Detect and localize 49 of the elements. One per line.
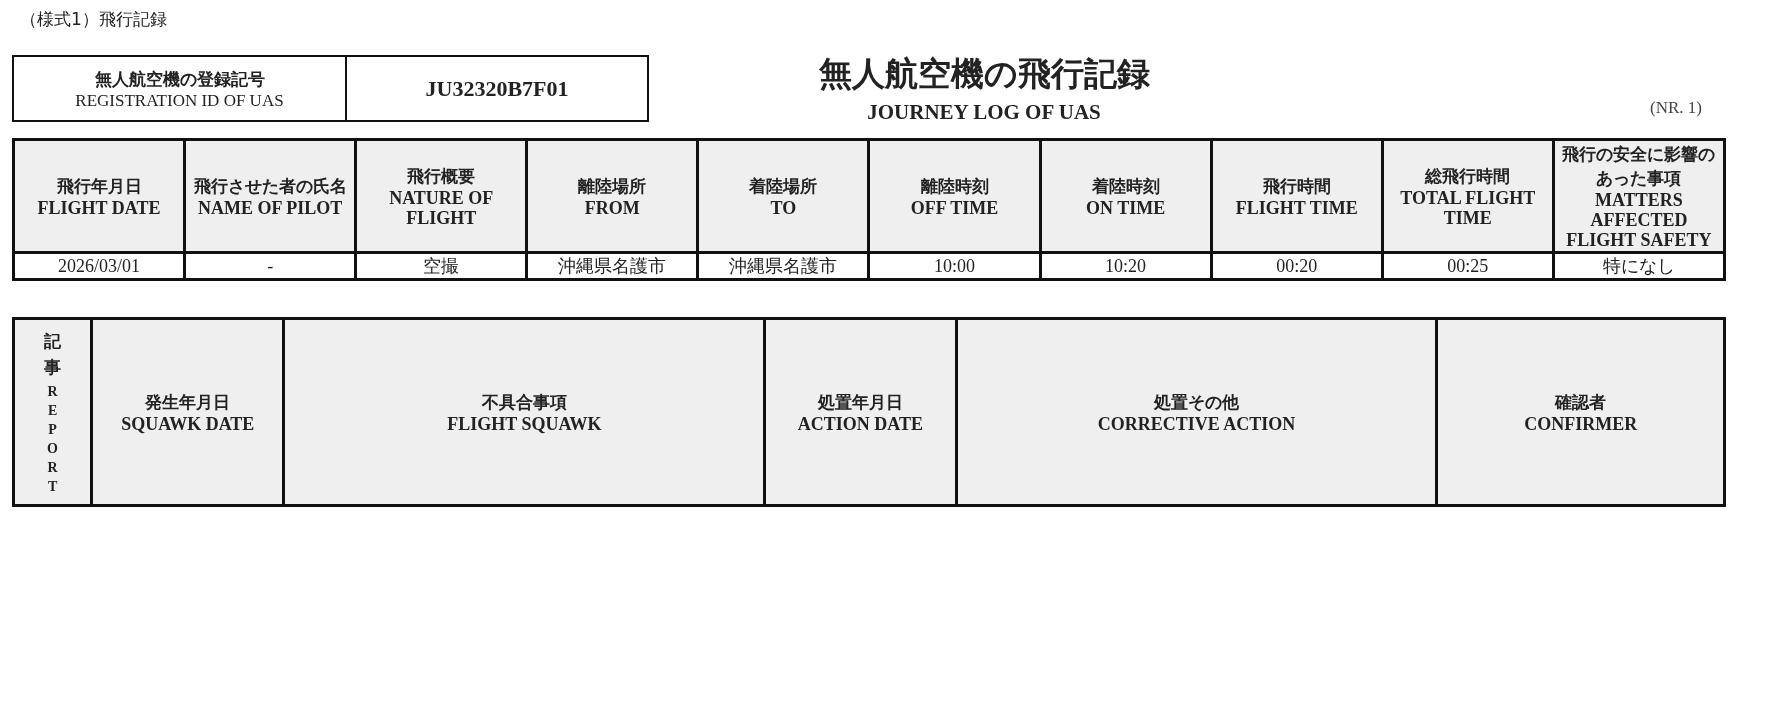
header-label: 確認者: [1553, 391, 1608, 414]
cell-value: 00:20: [1276, 255, 1318, 277]
header-label: 飛行させた者の氏名: [192, 175, 348, 198]
header-label: 飛行の安全に影響のあった事項: [1561, 143, 1717, 190]
header-label: OFF TIME: [909, 198, 1000, 218]
header-label: CONFIRMER: [1523, 414, 1639, 434]
header-label: 処置その他: [1153, 391, 1240, 414]
registration-id: JU32320B7F01: [425, 75, 569, 101]
report-heading: REPORT: [46, 383, 59, 496]
cell-value: 沖縄県名護市: [558, 254, 667, 278]
header-label: 着陸場所: [748, 175, 819, 198]
cell-value: 2026/03/01: [58, 255, 141, 277]
header-label: 離陸場所: [577, 175, 648, 198]
header-label: 不具合事項: [480, 391, 568, 414]
header-label: FLIGHT DATE: [36, 198, 162, 218]
header-label: ACTION DATE: [796, 414, 925, 434]
header-label: 着陸時刻: [1090, 175, 1161, 198]
registration-label: 無人航空機の登録記号: [93, 67, 266, 91]
cell-value: -: [267, 255, 274, 277]
header-label: SQUAWK DATE: [120, 414, 256, 434]
header-label: TO: [769, 198, 798, 218]
report-heading: 記事: [43, 330, 62, 379]
header-label: 総飛行時間: [1423, 165, 1512, 188]
header-label: ON TIME: [1085, 198, 1167, 218]
cell-value: 特になし: [1602, 254, 1675, 278]
header-label: MATTERS AFFECTED FLIGHT SAFETY: [1565, 190, 1713, 250]
header-label: FLIGHT SQUAWK: [446, 414, 603, 434]
cell-value: 10:00: [934, 255, 975, 277]
cell-value: 空撮: [423, 254, 460, 278]
header-label: 飛行年月日: [55, 175, 143, 198]
header-label: NATURE OF FLIGHT: [388, 188, 495, 228]
header-label: 飛行概要: [406, 165, 477, 188]
header-label: 発生年月日: [144, 391, 232, 414]
form-number: （様式1）飛行記録: [20, 8, 167, 31]
registration-label: REGISTRATION ID OF UAS: [74, 90, 285, 111]
page-number: (NR. 1): [1650, 98, 1702, 118]
header-label: TOTAL FLIGHT TIME: [1399, 188, 1537, 228]
header-label: 飛行時間: [1261, 175, 1332, 198]
cell-value: 00:25: [1447, 255, 1489, 277]
header-label: FROM: [583, 198, 641, 218]
header-label: 処置年月日: [816, 391, 904, 414]
header-label: NAME OF PILOT: [196, 198, 344, 218]
cell-value: 10:20: [1105, 255, 1147, 277]
header-label: 離陸時刻: [919, 175, 990, 198]
cell-value: 沖縄県名護市: [729, 254, 838, 278]
header-label: CORRECTIVE ACTION: [1096, 414, 1297, 434]
title: 無人航空機の飛行記録: [817, 53, 1151, 95]
subtitle: JOURNEY LOG OF UAS: [866, 100, 1102, 125]
header-label: FLIGHT TIME: [1234, 198, 1359, 218]
